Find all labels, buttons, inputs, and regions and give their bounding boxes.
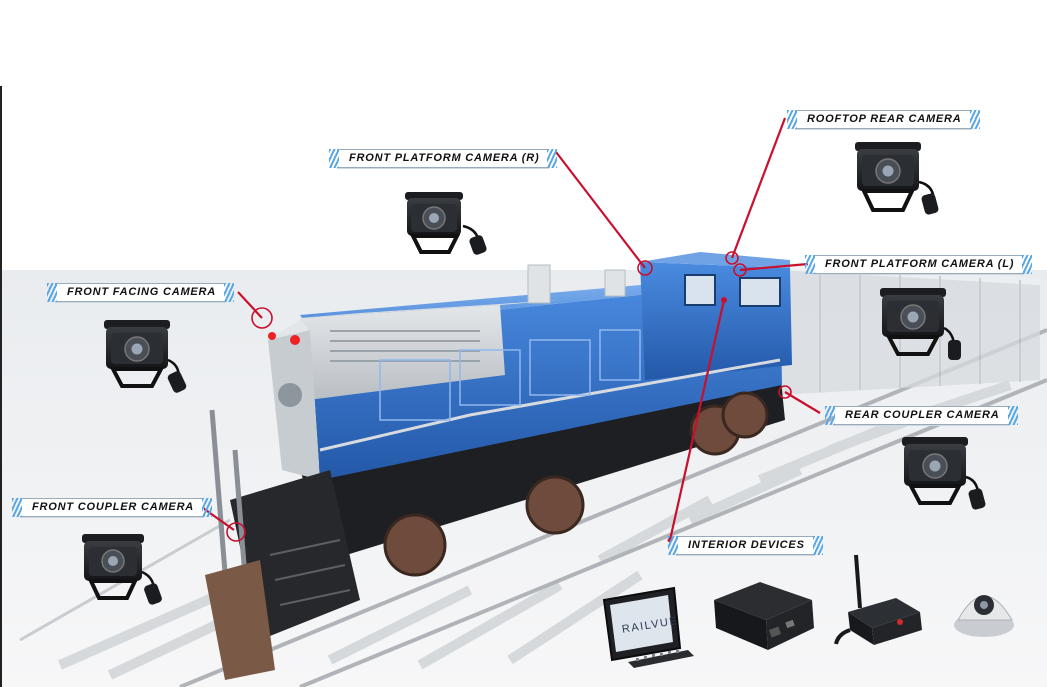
camera-icon (82, 534, 162, 605)
label-front-facing-camera: FRONT FACING CAMERA (46, 283, 235, 302)
locomotive (205, 252, 792, 680)
label-front-platform-camera-l: FRONT PLATFORM CAMERA (L) (804, 255, 1033, 274)
camera-icon (855, 142, 939, 215)
label-interior-devices: INTERIOR DEVICES (668, 536, 823, 555)
camera-icon (104, 320, 187, 393)
label-rooftop-rear-camera: ROOFTOP REAR CAMERA (787, 110, 980, 129)
label-front-platform-camera-r: FRONT PLATFORM CAMERA (R) (328, 149, 558, 168)
target-rings (226, 251, 792, 542)
label-rear-coupler-camera: REAR COUPLER CAMERA (825, 406, 1018, 425)
monitor-icon (602, 586, 694, 668)
antenna-icon (834, 554, 922, 645)
camera-icon (902, 437, 986, 510)
leader-lines (199, 117, 821, 541)
camera-icon (405, 192, 487, 255)
left-divider (0, 86, 2, 687)
label-front-coupler-camera: FRONT COUPLER CAMERA (11, 498, 213, 517)
dome-camera-icon (954, 595, 1014, 637)
camera-icon (880, 288, 961, 360)
dvr-icon (714, 582, 814, 650)
